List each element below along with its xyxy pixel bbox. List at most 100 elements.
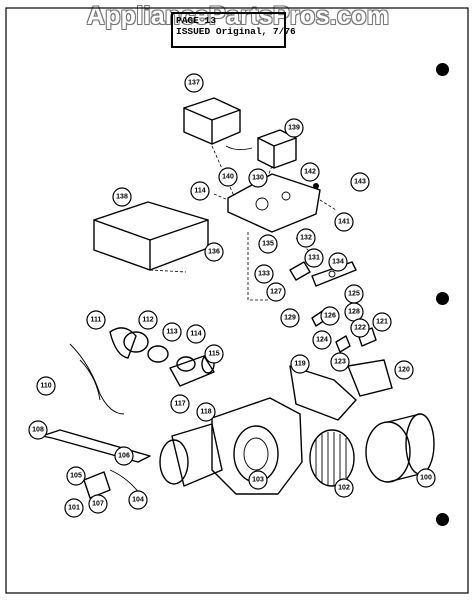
svg-text:134: 134	[332, 259, 344, 266]
fan-end-plate	[159, 423, 223, 487]
svg-text:142: 142	[304, 169, 316, 176]
callout-114a: 114	[190, 181, 210, 201]
callout-118: 118	[196, 402, 216, 422]
callout-142: 142	[300, 162, 320, 182]
housing-top	[289, 359, 393, 421]
svg-text:123: 123	[334, 359, 346, 366]
binder-hole-middle	[436, 292, 449, 305]
svg-text:132: 132	[300, 235, 312, 242]
ignition-transformer	[183, 97, 253, 151]
callout-124: 124	[312, 330, 332, 350]
callout-138: 138	[112, 187, 132, 207]
svg-text:129: 129	[284, 315, 296, 322]
header-line-issued: ISSUED Original, 7/76	[176, 26, 296, 37]
svg-text:137: 137	[188, 80, 200, 87]
page-border	[5, 7, 469, 594]
svg-text:118: 118	[200, 409, 211, 416]
svg-text:143: 143	[354, 179, 366, 186]
svg-text:111: 111	[91, 317, 102, 324]
callout-136: 136	[204, 242, 224, 262]
callout-132: 132	[296, 228, 316, 248]
blower-wheel	[309, 429, 355, 487]
callout-134: 134	[328, 252, 348, 272]
svg-text:138: 138	[116, 194, 128, 201]
burner-cover	[93, 201, 209, 271]
callout-140: 140	[218, 167, 238, 187]
svg-text:102: 102	[338, 485, 350, 492]
svg-text:121: 121	[376, 319, 388, 326]
callout-119: 119	[290, 354, 310, 374]
svg-text:112: 112	[142, 317, 153, 324]
callout-101: 101	[64, 498, 84, 518]
svg-text:110: 110	[40, 383, 51, 390]
svg-text:114: 114	[194, 188, 205, 195]
svg-text:108: 108	[32, 427, 44, 434]
callout-143: 143	[350, 172, 370, 192]
mounting-plate	[227, 173, 321, 233]
svg-text:126: 126	[324, 313, 336, 320]
svg-text:106: 106	[118, 453, 130, 460]
svg-text:114: 114	[190, 331, 201, 338]
svg-text:100: 100	[420, 475, 432, 482]
callout-137: 137	[184, 73, 204, 93]
callout-126: 126	[320, 306, 340, 326]
callout-120: 120	[394, 360, 414, 380]
callout-131: 131	[304, 248, 324, 268]
binder-hole-bottom	[436, 513, 449, 526]
callout-105: 105	[66, 466, 86, 486]
callout-135: 135	[258, 234, 278, 254]
svg-text:124: 124	[316, 337, 328, 344]
callout-115: 115	[204, 344, 224, 364]
svg-text:120: 120	[398, 367, 410, 374]
svg-text:107: 107	[92, 501, 104, 508]
svg-text:139: 139	[288, 125, 300, 132]
svg-text:115: 115	[208, 351, 219, 358]
nozzle-assembly-parts	[109, 327, 196, 372]
header-box: PAGE 13 ISSUED Original, 7/76	[171, 12, 296, 48]
callout-130: 130	[248, 168, 268, 188]
svg-text:131: 131	[308, 255, 320, 262]
svg-text:135: 135	[262, 241, 274, 248]
svg-text:125: 125	[348, 291, 360, 298]
svg-text:113: 113	[166, 329, 177, 336]
callout-123: 123	[330, 352, 350, 372]
callout-107: 107	[88, 494, 108, 514]
callout-122: 122	[350, 318, 370, 338]
callout-117: 117	[170, 394, 190, 414]
svg-text:140: 140	[222, 174, 234, 181]
callout-104: 104	[128, 490, 148, 510]
svg-text:103: 103	[252, 477, 264, 484]
switch-box	[257, 129, 297, 169]
bracket-rod	[41, 429, 151, 463]
junction-box	[83, 471, 111, 499]
callout-139: 139	[284, 118, 304, 138]
svg-text:122: 122	[354, 325, 366, 332]
svg-text:130: 130	[252, 175, 264, 182]
binder-hole-top	[436, 63, 449, 76]
site-watermark: AppliancePartsPros.com	[86, 2, 390, 30]
callout-102: 102	[334, 478, 354, 498]
svg-text:117: 117	[174, 401, 185, 408]
callout-111: 111	[86, 310, 106, 330]
svg-text:141: 141	[338, 219, 350, 226]
svg-text:105: 105	[70, 473, 82, 480]
svg-text:104: 104	[132, 497, 144, 504]
svg-text:127: 127	[270, 289, 282, 296]
callout-127: 127	[266, 282, 286, 302]
callout-103: 103	[248, 470, 268, 490]
callout-112: 112	[138, 310, 158, 330]
callout-100: 100	[416, 468, 436, 488]
callout-106: 106	[114, 446, 134, 466]
callout-128: 128	[344, 302, 364, 322]
svg-text:133: 133	[258, 271, 270, 278]
callout-141: 141	[334, 212, 354, 232]
wire-lead	[109, 469, 141, 495]
callout-110: 110	[36, 376, 56, 396]
callout-125: 125	[344, 284, 364, 304]
electrode-wires	[69, 343, 125, 415]
svg-text:119: 119	[294, 361, 305, 368]
svg-text:101: 101	[68, 505, 80, 512]
svg-text:136: 136	[208, 249, 220, 256]
